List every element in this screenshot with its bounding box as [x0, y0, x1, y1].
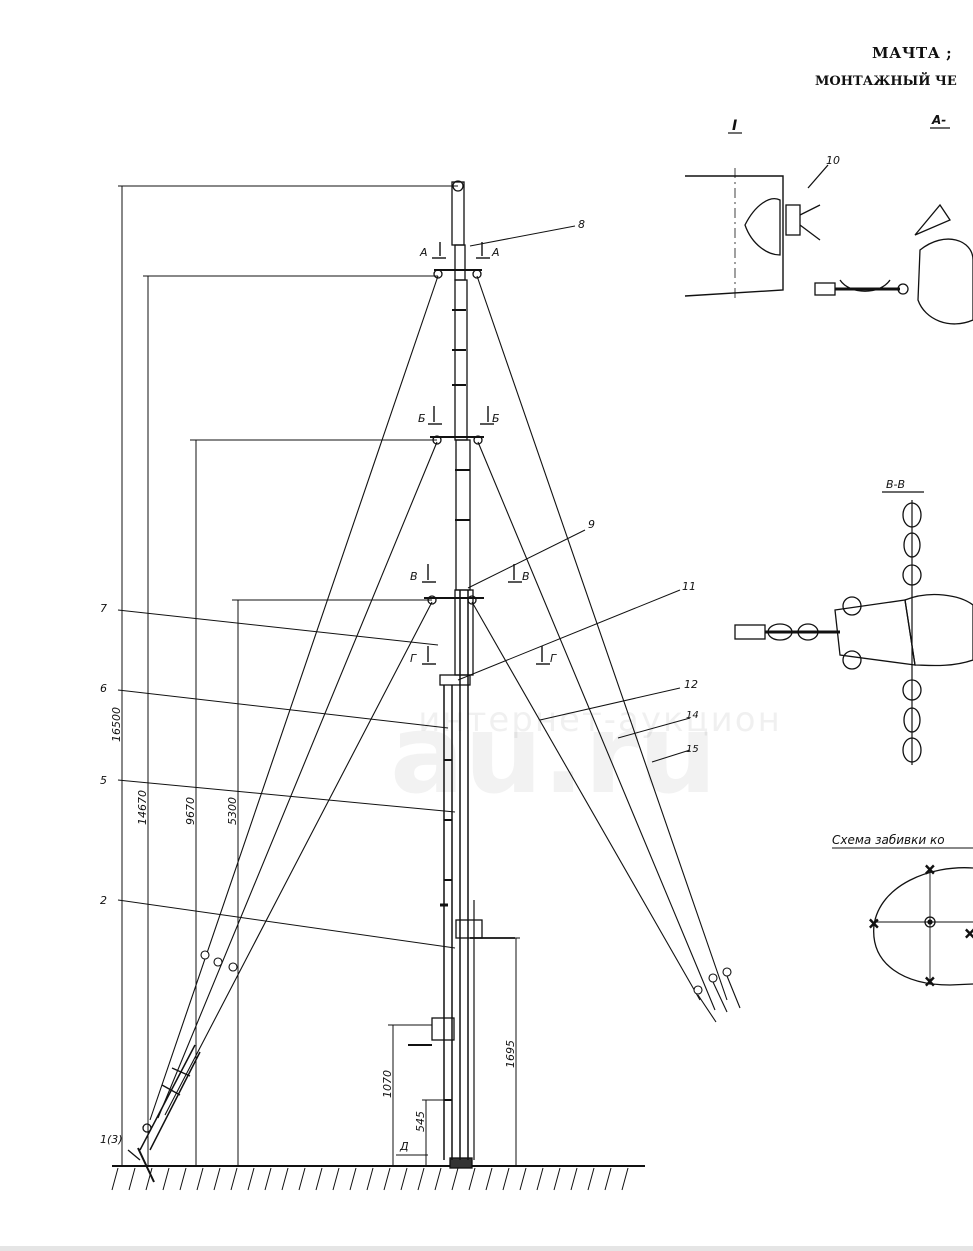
dim-5300: 5300 [226, 797, 239, 825]
dim-14670: 14670 [136, 790, 149, 825]
section-g-left: Г [410, 652, 417, 665]
dim-16500: 16500 [110, 707, 123, 742]
section-v-right: В [522, 570, 530, 583]
dimension-lines [118, 185, 520, 1166]
bottom-edge [0, 1246, 973, 1251]
callout-7: 7 [100, 602, 107, 615]
gin-pole [127, 1044, 201, 1183]
callout-12: 12 [684, 678, 698, 691]
leader-lines [117, 225, 691, 949]
callout-1-3: 1(3) [100, 1133, 123, 1146]
section-v-left: В [410, 570, 418, 583]
mast-column [408, 180, 515, 1169]
svg-text:×: × [924, 974, 936, 990]
drawing-title: МАЧТА ; [872, 44, 953, 62]
dim-9670: 9670 [184, 797, 197, 825]
callout-9: 9 [588, 518, 595, 531]
section-g-right: Г [550, 652, 557, 665]
svg-text:×: × [868, 916, 880, 932]
callout-8: 8 [578, 218, 585, 231]
stake-scheme-label: Схема забивки ко [832, 833, 945, 847]
section-marker-arrows [422, 242, 550, 665]
svg-text:×: × [924, 862, 936, 878]
callout-5: 5 [100, 774, 107, 787]
section-b-left: Б [418, 412, 426, 425]
guy-wires [149, 275, 741, 1121]
svg-text:×: × [964, 926, 973, 942]
detail-view-one [684, 132, 829, 300]
section-d: Д [399, 1140, 409, 1153]
stake-scheme: × × × × [832, 847, 973, 991]
callout-15: 15 [686, 744, 699, 755]
view-a-label: А- [931, 113, 946, 127]
section-vv-detail [734, 491, 973, 765]
dim-1695: 1695 [504, 1040, 517, 1068]
dim-1070: 1070 [381, 1070, 394, 1098]
callout-10: 10 [826, 154, 840, 167]
callout-14: 14 [686, 710, 699, 721]
callout-11: 11 [682, 580, 696, 593]
ground-line [111, 1165, 645, 1191]
detail-view-a [814, 127, 973, 325]
section-vv-label: В-В [886, 478, 905, 491]
drawing-subtitle: МОНТАЖНЫЙ ЧЕ [815, 74, 957, 89]
callout-6: 6 [100, 682, 107, 695]
callout-2: 2 [100, 894, 107, 907]
section-a-right: А [491, 246, 500, 259]
view-one-label: I [732, 118, 737, 134]
section-b-right: Б [492, 412, 500, 425]
section-a-left: А [419, 246, 428, 259]
dim-545: 545 [414, 1111, 427, 1132]
